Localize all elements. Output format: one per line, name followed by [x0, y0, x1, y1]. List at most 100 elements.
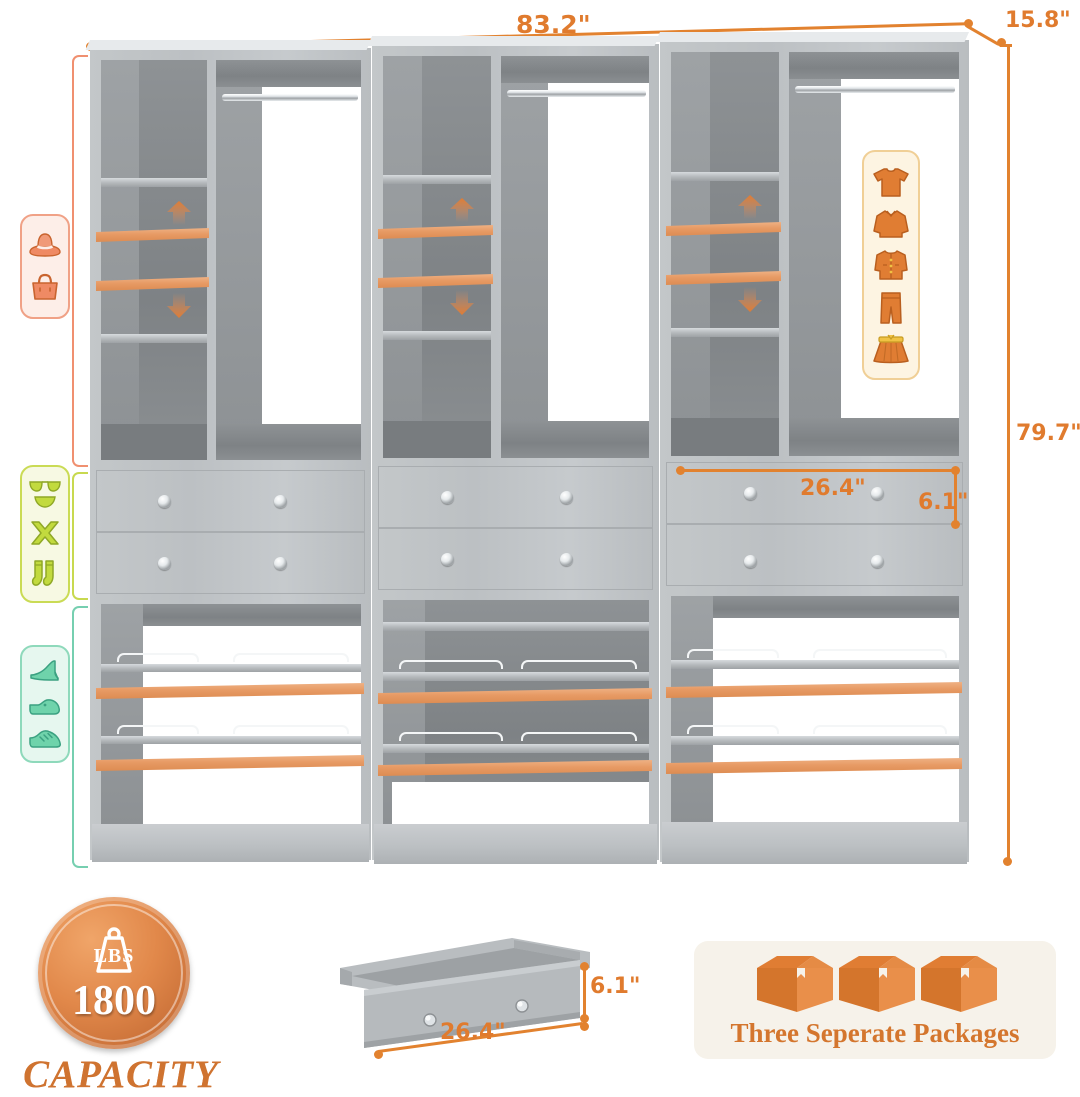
unit3-shoe-top: [713, 596, 959, 618]
capacity-unit-label: LBS: [93, 945, 135, 967]
unit1-hanging-rod-icon: [222, 94, 358, 101]
unit1-drawer-1[interactable]: [96, 470, 365, 532]
icon-card-footwear: [20, 645, 70, 763]
depth-dim-line: [966, 25, 1000, 46]
drawer-dim-dot-bottom: [951, 520, 960, 529]
unit1-fixed-shelf-2: [101, 334, 207, 343]
depth-dim-dot: [997, 38, 1006, 47]
unit1-hanging-side: [216, 60, 262, 460]
down-arrow-icon: [738, 287, 762, 312]
unit1-fixed-shelf-1: [101, 178, 207, 187]
unit3-shoe-adjustable-shelf-2: [666, 758, 962, 774]
socks-icon: [31, 559, 54, 586]
bracket-accessories: [72, 55, 88, 467]
unit3-top-cap: [655, 32, 969, 42]
unit2-fixed-shelf-1: [383, 175, 491, 184]
unit2-fixed-shelf-2: [383, 331, 491, 340]
unit1-adjustable-shelf-2: [96, 277, 209, 291]
drawer-height-label: 6.1": [918, 490, 969, 515]
unit2-shoe-rail-1a: [399, 660, 503, 669]
unit3-shelf-column-side: [671, 52, 710, 456]
unit1-plinth: [92, 824, 369, 862]
capacity-badge: LBS 1800 CAPACITY: [23, 897, 218, 1096]
capacity-caption: CAPACITY: [0, 1052, 246, 1097]
unit2-drawer-1-knob-right[interactable]: [560, 491, 573, 504]
capacity-coin: LBS 1800: [38, 897, 190, 1049]
unit2-drawer-2-knob-left[interactable]: [441, 553, 454, 566]
unit2-drawer-1[interactable]: [378, 466, 653, 528]
pants-icon: [880, 292, 902, 324]
unit1-shoe-top: [143, 604, 361, 626]
skirt-icon: [873, 334, 909, 364]
down-arrow-icon: [450, 290, 474, 315]
width-dim-dot-right: [964, 19, 973, 28]
sneaker-icon: [29, 730, 61, 748]
unit3-hanging-top: [789, 52, 959, 79]
icon-card-accessories: [20, 214, 70, 319]
unit2-hanging-top: [501, 56, 649, 83]
unit3-hanging-side: [789, 52, 841, 456]
unit1-top-cap: [85, 40, 371, 50]
unit2-drawer-2-knob-right[interactable]: [560, 553, 573, 566]
drawer-detail-width-label: 26.4": [440, 1020, 506, 1045]
unit1-drawer-1-knob-right[interactable]: [274, 495, 287, 508]
unit3-adjustable-shelf-1: [666, 222, 781, 236]
height-dim-dot-bottom: [1003, 857, 1012, 866]
unit2-shoe-shelf-2: [383, 744, 649, 753]
unit3-drawer-1[interactable]: [666, 462, 963, 524]
unit1-shoe-side: [101, 604, 143, 824]
drawer-detail-height-line: [583, 966, 586, 1016]
height-dim-tick-top: [1000, 44, 1012, 47]
unit2-drawer-2[interactable]: [378, 528, 653, 590]
cardboard-box-icon-group: [757, 955, 997, 1012]
packages-badge: Three Seperate Packages: [694, 941, 1056, 1059]
bikini-icon: [29, 481, 61, 509]
unit1-shelf-column-side: [101, 60, 139, 460]
unit1-shoe-rail-2a: [117, 725, 199, 734]
unit3-drawer-2[interactable]: [666, 524, 963, 586]
unit3-shoe-side: [671, 596, 713, 824]
drawer-width-dim-line: [680, 469, 955, 472]
unit3-plinth: [662, 822, 967, 864]
unit2-shoe-adjustable-shelf-2: [378, 760, 652, 776]
unit1-drawer-1-knob-left[interactable]: [158, 495, 171, 508]
cardigan-icon: [874, 250, 908, 280]
drawer-detail-illustration: 6.1" 26.4": [322, 930, 662, 1060]
drawer-width-label: 26.4": [800, 476, 866, 501]
cardboard-box-icon: [757, 955, 833, 1012]
unit2-shelf-column-side: [383, 56, 422, 458]
unit3-shoe-shelf-1: [671, 660, 959, 669]
drawer-3d-icon: [340, 938, 590, 1048]
unit1-shoe-rail-1a: [117, 653, 199, 662]
up-arrow-icon: [738, 195, 762, 219]
unit3-fixed-shelf-1: [671, 172, 779, 181]
underwear-icon: [31, 521, 59, 545]
unit3-drawer-2-knob-right[interactable]: [871, 555, 884, 568]
unit2-hanging-rod-icon: [507, 90, 646, 97]
unit1-shoe-rail-2b: [233, 725, 349, 734]
high-heel-icon: [30, 660, 59, 681]
unit3-drawer-2-knob-left[interactable]: [744, 555, 757, 568]
drawer-detail-dim-dot-left: [374, 1050, 383, 1059]
unit3-shoe-space: [671, 596, 959, 824]
unit2-drawer-1-knob-left[interactable]: [441, 491, 454, 504]
depth-dim-label: 15.8": [1005, 8, 1071, 33]
unit2-shelf-column-base: [383, 421, 491, 458]
unit3-shelf-column-base: [671, 418, 779, 456]
unit3-hanging-rod-icon: [795, 86, 955, 93]
unit2-hanging-side: [501, 56, 548, 458]
dress-shoe-icon: [29, 699, 60, 715]
unit3-fixed-shelf-2: [671, 328, 779, 337]
capacity-value: 1800: [72, 978, 156, 1024]
unit1-drawer-2[interactable]: [96, 532, 365, 594]
unit1-drawer-2-knob-right[interactable]: [274, 557, 287, 570]
unit3-drawer-1-knob-right[interactable]: [871, 487, 884, 500]
unit1-drawer-2-knob-left[interactable]: [158, 557, 171, 570]
unit3-drawer-1-knob-left[interactable]: [744, 487, 757, 500]
unit3-shoe-rail-2a: [687, 725, 779, 734]
handbag-icon: [32, 274, 58, 301]
unit2-shoe-rail-1b: [521, 660, 637, 669]
unit2-hanging-bottom: [501, 421, 649, 458]
unit1-shoe-adjustable-shelf-1: [96, 683, 364, 699]
